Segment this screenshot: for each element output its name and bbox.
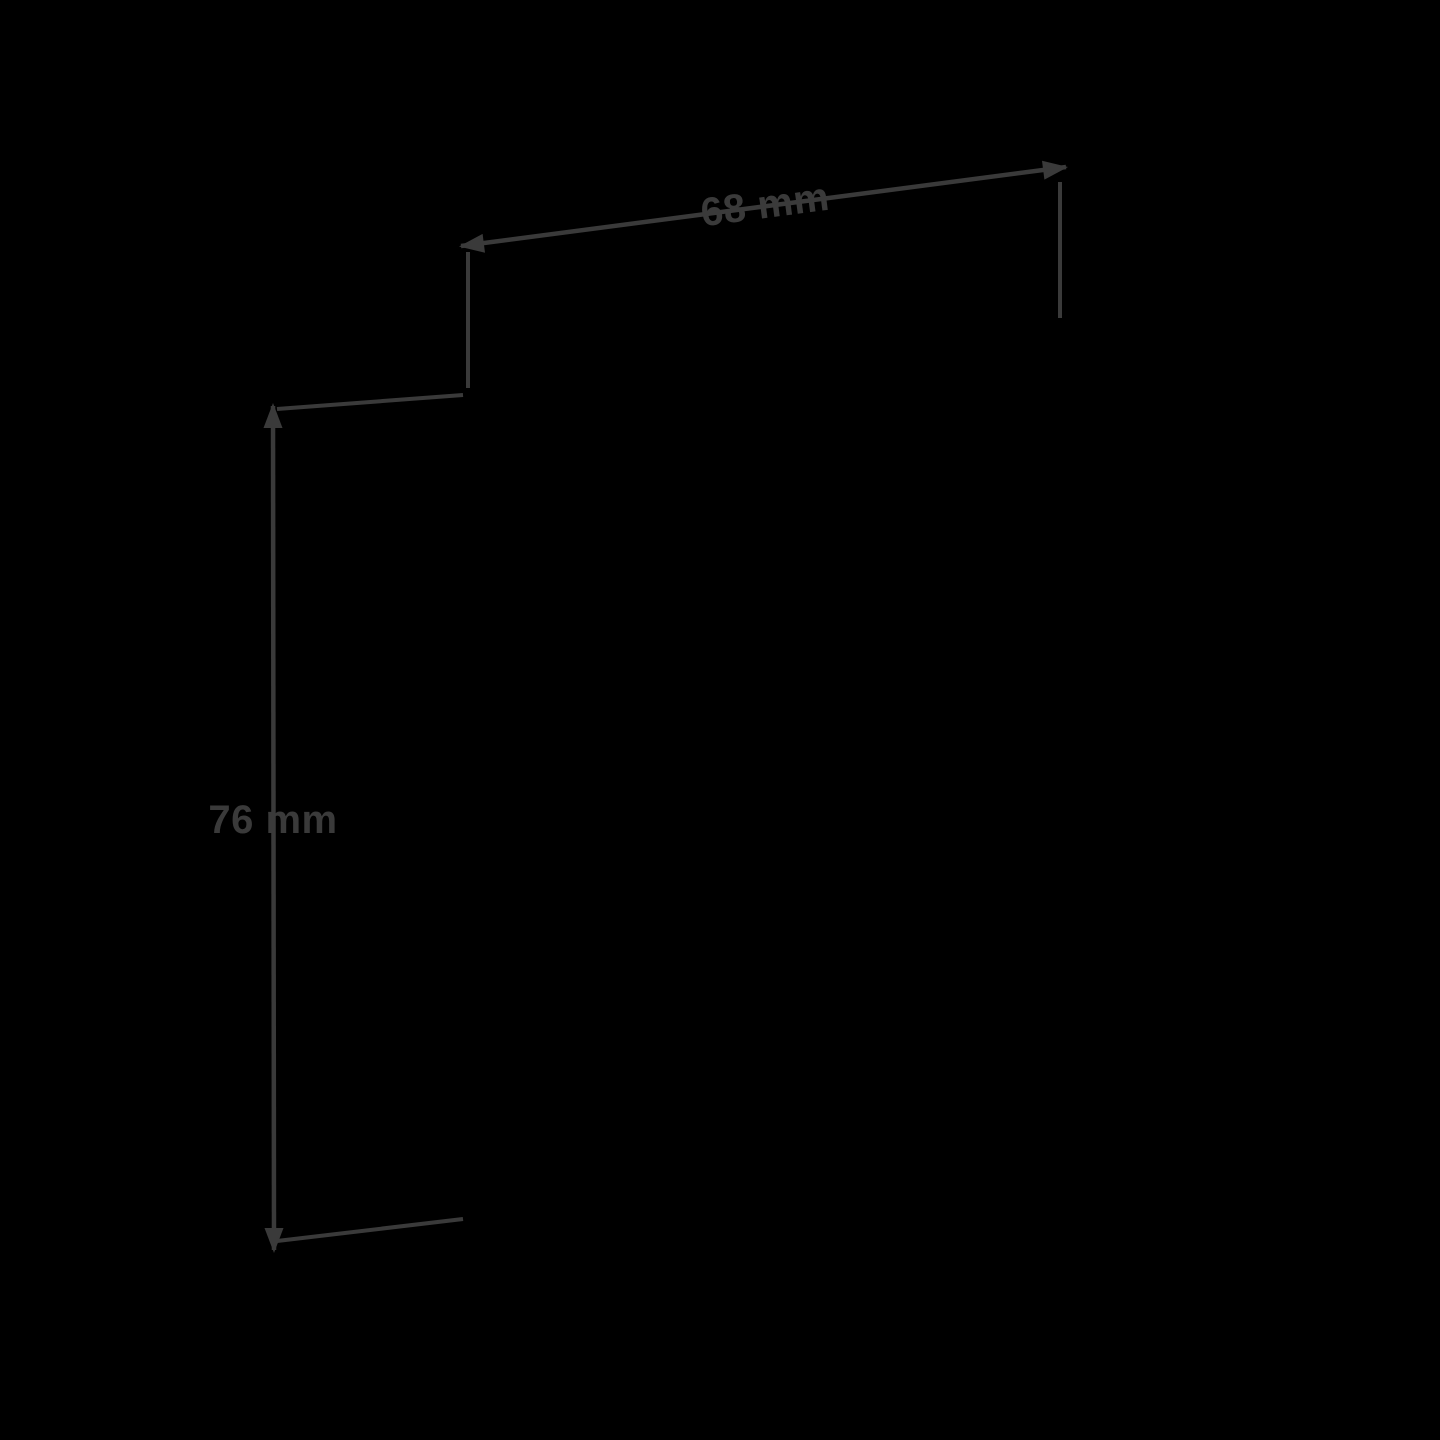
height-witness-line-top <box>276 393 464 411</box>
width-dimension-label: 68 mm <box>698 175 832 235</box>
height-dimension-line <box>270 405 277 1251</box>
height-arrow-top-icon <box>263 403 283 428</box>
width-arrow-right-icon <box>1042 160 1068 180</box>
height-witness-line-bottom <box>276 1217 464 1243</box>
width-dimension-line <box>460 164 1067 249</box>
width-arrow-left-icon <box>459 233 485 253</box>
height-dimension-label: 76 mm <box>208 798 337 842</box>
height-arrow-bottom-icon <box>264 1228 284 1253</box>
height-dimension: 76 mm <box>208 393 464 1253</box>
width-dimension: 68 mm <box>459 160 1068 388</box>
